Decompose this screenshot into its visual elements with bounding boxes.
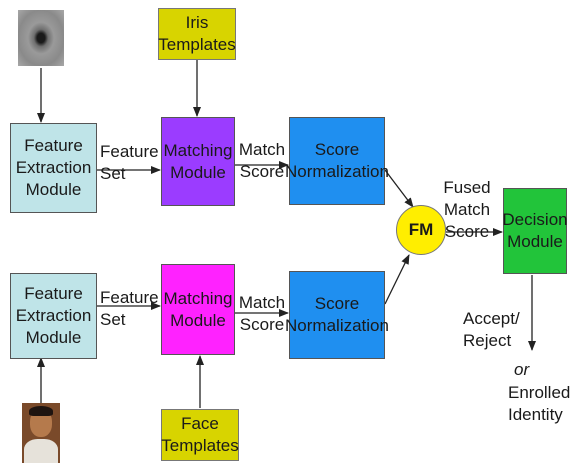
match-score-label-face: Match Score: [238, 292, 286, 336]
feature-set-face-line-2: Set: [100, 310, 126, 329]
fe-iris-line-2: Extraction: [15, 158, 92, 177]
fused-match-score-label: Fused Match Score: [442, 177, 492, 243]
score-normalization-face: Score Normalization: [285, 271, 389, 359]
match-score-face-line-1: Match: [238, 293, 286, 312]
decision-module: Decision Module: [502, 188, 568, 274]
norm-iris-line-2: Normalization: [285, 162, 389, 181]
matching-module-iris: Matching Module: [161, 117, 235, 206]
matching-iris-line-1: Matching: [163, 140, 233, 160]
fe-face-line-1: Feature: [24, 284, 83, 303]
accept-reject-label: Accept/ Reject: [463, 308, 520, 352]
feature-set-iris-line-2: Set: [100, 164, 126, 183]
feature-extraction-module-iris: Feature Extraction Module: [10, 123, 97, 213]
iris-image: [18, 10, 64, 66]
decision-line-1: Decision: [502, 210, 568, 229]
decision-line-2: Module: [507, 232, 563, 251]
fused-line-1: Fused: [443, 178, 491, 197]
matching-module-face: Matching Module: [161, 264, 235, 355]
match-score-label-iris: Match Score: [238, 139, 286, 183]
face-image-shirt: [24, 439, 58, 463]
face-templates-line-1: Face: [181, 414, 219, 433]
match-score-iris-line-2: Score: [239, 162, 285, 181]
matching-face-line-2: Module: [170, 310, 226, 330]
arrow-norm-face-to-fm: [384, 254, 410, 305]
norm-face-line-2: Normalization: [285, 316, 389, 335]
score-normalization-iris: Score Normalization: [285, 117, 389, 205]
feature-set-label-iris: Feature Set: [100, 141, 159, 185]
fusion-module-fm: FM: [396, 205, 446, 255]
fe-iris-line-1: Feature: [24, 136, 83, 155]
fe-face-line-2: Extraction: [15, 306, 92, 325]
face-image: [22, 403, 60, 463]
feature-set-face-line-1: Feature: [100, 288, 159, 307]
feature-extraction-module-face: Feature Extraction Module: [10, 273, 97, 359]
iris-templates-line-2: Templates: [158, 35, 236, 54]
matching-face-line-1: Matching: [163, 288, 233, 308]
fused-line-3: Score: [444, 222, 490, 241]
or-text: or: [514, 360, 530, 379]
fe-face-line-3: Module: [25, 328, 82, 347]
iris-templates-line-1: Iris: [185, 13, 209, 32]
enrolled-identity-line-2: Identity: [508, 405, 563, 424]
accept-reject-line-1: Accept/: [463, 309, 520, 328]
match-score-iris-line-1: Match: [238, 140, 286, 159]
arrow-norm-iris-to-fm: [384, 169, 414, 208]
fe-iris-line-3: Module: [25, 180, 82, 199]
enrolled-identity-line-1: Enrolled: [508, 383, 571, 402]
feature-set-iris-line-1: Feature: [100, 142, 159, 161]
face-image-head: [30, 409, 52, 437]
norm-iris-line-1: Score: [314, 140, 360, 159]
face-templates-line-2: Templates: [161, 436, 239, 455]
face-image-hair: [29, 406, 53, 416]
or-label: or: [514, 359, 529, 381]
match-score-face-line-2: Score: [239, 315, 285, 334]
face-templates-box: Face Templates: [161, 409, 239, 461]
fm-label: FM: [408, 220, 434, 239]
norm-face-line-1: Score: [314, 294, 360, 313]
accept-reject-line-2: Reject: [463, 331, 512, 350]
fused-line-2: Match: [443, 200, 491, 219]
iris-templates-box: Iris Templates: [158, 8, 236, 60]
feature-set-label-face: Feature Set: [100, 287, 159, 331]
matching-iris-line-2: Module: [170, 162, 226, 182]
enrolled-identity-label: Enrolled Identity: [508, 382, 570, 426]
